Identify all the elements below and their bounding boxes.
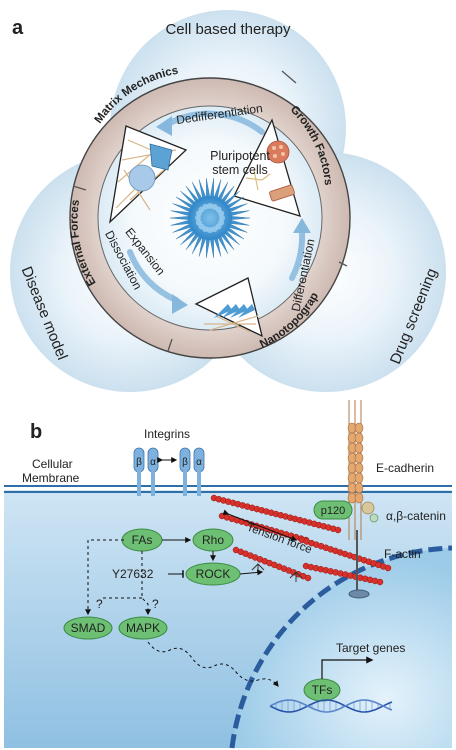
catenin-label: α,β-catenin xyxy=(386,509,446,523)
expansion-arrowhead xyxy=(172,294,188,314)
mapk-question: ? xyxy=(152,597,159,611)
svg-text:TFs: TFs xyxy=(312,683,333,697)
svg-text:ROCK: ROCK xyxy=(196,567,231,581)
matrix-spread-cell xyxy=(149,143,173,171)
p120-node xyxy=(313,500,353,520)
center-label-line2: stem cells xyxy=(212,163,268,177)
svg-text:FAs: FAs xyxy=(132,533,153,547)
growth-neuron xyxy=(245,169,271,191)
stem-cell-colony xyxy=(169,178,251,258)
myosin-motors xyxy=(251,563,303,582)
integrin-1-beta: β xyxy=(136,457,142,468)
nano-aligned-cells xyxy=(214,304,255,318)
dedifferentiation-arrowhead xyxy=(156,116,172,136)
smad-question: ? xyxy=(96,597,103,611)
growth-cell-round xyxy=(266,140,290,164)
p120-label: p120 xyxy=(321,505,345,517)
y27632-label: Y27632 xyxy=(112,567,154,581)
panel-a-letter: a xyxy=(12,17,24,39)
rock-node: ROCK xyxy=(185,562,241,586)
membrane-label-line1: Cellular xyxy=(32,457,73,471)
target-genes-label: Target genes xyxy=(336,641,405,655)
center-label-line1: Pluripotent xyxy=(210,149,270,163)
integrin-1-alpha: α xyxy=(150,457,156,468)
nuclear-envelope xyxy=(229,545,453,749)
cell-therapy-label: Cell based therapy xyxy=(165,21,291,38)
svg-text:Rho: Rho xyxy=(202,533,224,547)
matrix-cell-sphere xyxy=(128,164,156,192)
svg-text:SMAD: SMAD xyxy=(71,621,106,635)
catenin-node-2 xyxy=(369,513,379,523)
svg-text:MAPK: MAPK xyxy=(126,621,160,635)
process-arrows xyxy=(127,110,306,303)
e-cadherin-label: E-cadherin xyxy=(376,461,434,475)
growth-cardiomyocyte xyxy=(269,184,295,202)
panel-b-letter: b xyxy=(30,421,42,443)
dedifferentiation-arrow xyxy=(165,110,265,135)
nano-fibers xyxy=(204,315,259,333)
integrin-pair-1: β α xyxy=(133,447,159,496)
pathway-connectors xyxy=(85,537,279,687)
smad-node: SMAD xyxy=(63,616,113,640)
catenin-node xyxy=(361,501,375,515)
integrin-pair-2: β α xyxy=(179,447,205,496)
differentiation-arrowhead xyxy=(293,218,311,233)
membrane-label-line2: Membrane xyxy=(22,471,80,485)
integrin-2-alpha: α xyxy=(196,457,202,468)
junction-anchor xyxy=(348,589,370,599)
dna-helix xyxy=(269,699,393,713)
fas-node: FAs xyxy=(121,528,163,552)
rho-node: Rho xyxy=(192,528,234,552)
tfs-node: TFs xyxy=(303,678,341,702)
expansion-arrow xyxy=(127,249,179,303)
tension-arrow xyxy=(222,509,298,542)
integrins-label: Integrins xyxy=(144,427,190,441)
ring-dividers xyxy=(72,70,348,352)
f-actin-label: F-actin xyxy=(384,547,421,561)
target-genes-arrow xyxy=(321,656,374,679)
mapk-node: MAPK xyxy=(118,616,168,640)
differentiation-arrow xyxy=(289,229,306,281)
integrin-2-beta: β xyxy=(182,457,188,468)
nucleus xyxy=(232,548,452,748)
